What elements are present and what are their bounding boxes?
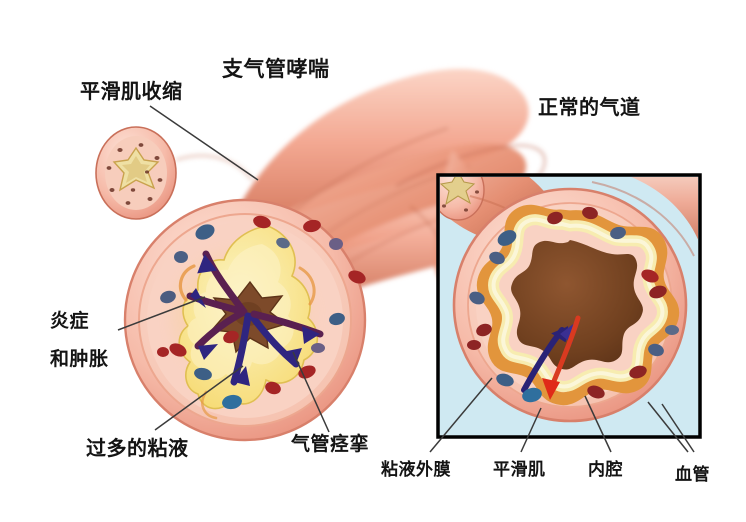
leader-bronchospasm [292,351,330,433]
label-smooth-muscle-contraction: 平滑肌收缩 [80,79,183,103]
label-mucus-membrane: 粘液外膜 [381,460,451,480]
title-asthma: 支气管哮喘 [222,57,330,81]
leader-excess-mucus [154,365,244,431]
inset-bronchiole-stub [440,177,567,255]
label-excess-mucus: 过多的粘液 [86,436,189,460]
constriction-arrows [186,250,324,386]
label-inflammation-line1: 炎症 [50,310,90,332]
leader-smooth-muscle-contraction [149,105,259,181]
leader-lumen [584,395,612,453]
small-bronchiole [95,126,177,220]
blood-cells-asthmatic [157,215,366,410]
title-normal-airway: 正常的气道 [538,95,641,119]
leader-mucus-membrane [429,377,493,453]
leader-smooth-muscle [520,407,542,453]
label-smooth-muscle: 平滑肌 [493,460,546,480]
blood-cells-normal [467,206,679,403]
label-inflammation-line2: 和肿胀 [50,348,109,370]
airflow-arrows [521,315,581,400]
leader-lines [117,105,695,453]
leader-inflammation [117,296,206,331]
label-lumen: 内腔 [588,460,623,480]
asthmatic-airway-cross-section [123,198,367,442]
leader-blood-vessel-b [661,403,695,453]
normal-airway-inset [436,173,702,439]
leader-blood-vessel-a [647,401,689,453]
label-blood-vessel: 血管 [675,465,710,485]
label-bronchospasm: 气管痉挛 [291,433,370,455]
constriction-arrowheads [190,254,320,386]
